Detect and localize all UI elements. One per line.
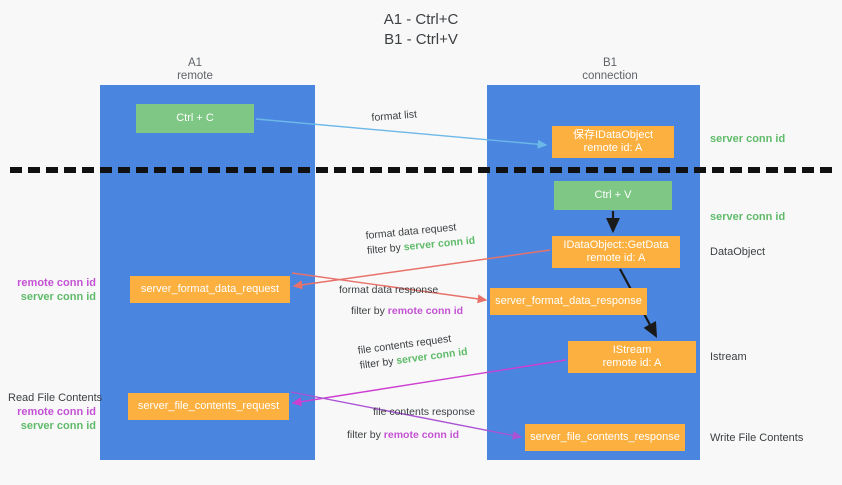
edge-label-format-list: format list xyxy=(371,107,418,126)
note-left-middle: remote conn id server conn id xyxy=(8,276,96,304)
node-idataobject-getdata[interactable]: IDataObject::GetData remote id: A xyxy=(552,236,680,268)
note-istream: Istream xyxy=(710,351,747,363)
node-server-format-data-request[interactable]: server_format_data_request xyxy=(130,276,290,303)
edge-label-file-contents-response: file contents response filter by remote … xyxy=(347,405,475,443)
note-left-middle-server: server conn id xyxy=(20,291,96,303)
note-server-conn-id-2: server conn id xyxy=(710,211,786,223)
note-left-bottom: Read File Contents remote conn id server… xyxy=(8,391,103,433)
node-ctrl-v-label: Ctrl + V xyxy=(594,189,632,201)
node-server-file-contents-request[interactable]: server_file_contents_request xyxy=(128,393,289,420)
note-left-middle-remote: remote conn id xyxy=(17,277,96,289)
edge-label-format-data-response: format data response filter by remote co… xyxy=(339,283,463,319)
title-line-1: A1 - Ctrl+C xyxy=(383,11,459,28)
node-ctrl-v[interactable]: Ctrl + V xyxy=(554,181,672,210)
node-server-file-contents-response-label: server_file_contents_response xyxy=(530,431,680,443)
page-title: A1 - Ctrl+C B1 - Ctrl+V xyxy=(0,10,842,50)
note-dataobject: DataObject xyxy=(710,246,766,258)
node-server-file-contents-response[interactable]: server_file_contents_response xyxy=(525,424,685,451)
column-header-b1-sub: connection xyxy=(582,70,638,82)
node-istream-line2: remote id: A xyxy=(602,357,662,369)
node-server-format-data-request-label: server_format_data_request xyxy=(140,283,280,295)
edge-label-file-contents-response-filter: filter by remote conn id xyxy=(347,428,475,443)
node-idataobject-getdata-line2: remote id: A xyxy=(586,252,646,264)
filter-prefix-4: filter by xyxy=(347,429,384,441)
edge-label-format-data-response-filter: filter by remote conn id xyxy=(351,304,463,319)
column-header-a1-sub: remote xyxy=(177,70,213,82)
column-header-a1: A1 remote xyxy=(115,57,275,83)
edge-label-format-data-request: format data request filter by server con… xyxy=(365,219,476,259)
filter-keyword-2: remote conn id xyxy=(387,305,464,317)
node-istream[interactable]: IStream remote id: A xyxy=(568,341,696,373)
node-istream-line1: IStream xyxy=(612,344,652,356)
node-server-format-data-response-label: server_format_data_response xyxy=(495,295,642,307)
filter-prefix-2: filter by xyxy=(351,305,388,317)
node-server-format-data-response[interactable]: server_format_data_response xyxy=(490,288,647,315)
node-save-idataobject[interactable]: 保存IDataObject remote id: A xyxy=(552,126,674,158)
boundary-divider xyxy=(10,167,832,173)
edge-label-file-contents-request: file contents request filter by server c… xyxy=(357,330,469,374)
note-left-bottom-remote: remote conn id xyxy=(17,406,96,418)
note-server-conn-id-1: server conn id xyxy=(710,133,786,145)
node-idataobject-getdata-line1: IDataObject::GetData xyxy=(563,239,669,251)
filter-prefix-1: filter by xyxy=(366,241,405,257)
node-server-file-contents-request-label: server_file_contents_request xyxy=(137,400,280,412)
node-save-idataobject-line2: remote id: A xyxy=(583,142,643,154)
title-line-2: B1 - Ctrl+V xyxy=(384,31,458,48)
node-ctrl-c[interactable]: Ctrl + C xyxy=(136,104,254,133)
edge-label-file-contents-response-text: file contents response xyxy=(373,406,476,418)
edge-label-format-list-text: format list xyxy=(371,108,418,124)
node-ctrl-c-label: Ctrl + C xyxy=(176,112,214,124)
column-header-b1-name: B1 xyxy=(602,57,618,69)
column-header-a1-name: A1 xyxy=(187,57,203,69)
column-header-b1: B1 connection xyxy=(530,57,690,83)
filter-prefix-3: filter by xyxy=(359,355,398,372)
note-left-bottom-server: server conn id xyxy=(20,420,96,432)
filter-keyword-4: remote conn id xyxy=(383,429,460,441)
edge-label-format-data-response-text: format data response xyxy=(339,284,439,296)
node-save-idataobject-line1: 保存IDataObject xyxy=(572,129,654,141)
note-read-file-contents: Read File Contents xyxy=(8,392,103,404)
note-write-file-contents: Write File Contents xyxy=(710,432,804,444)
